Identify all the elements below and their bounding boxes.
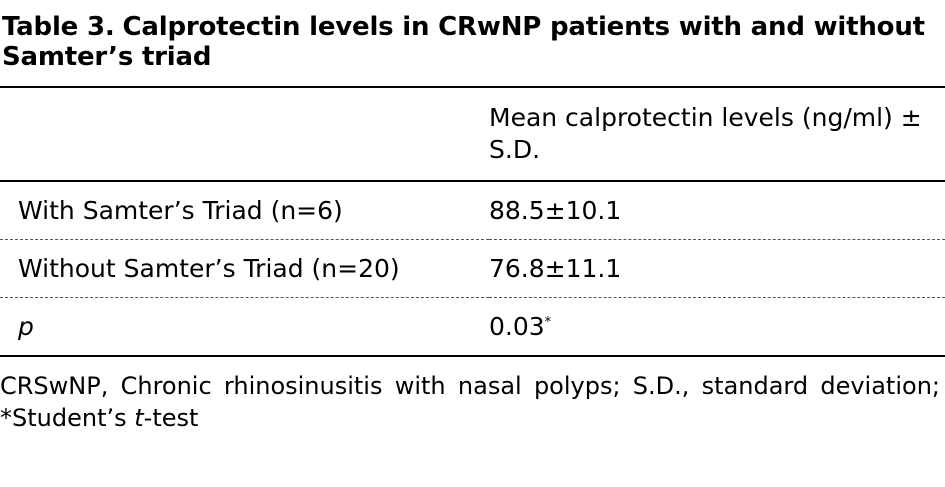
table-row: Without Samter’s Triad (n=20) 76.8±11.1 bbox=[0, 240, 945, 298]
row-label-p: p bbox=[18, 311, 34, 341]
row-value: 0.03* bbox=[489, 298, 945, 357]
significance-mark: * bbox=[544, 314, 552, 330]
header-mean-calprotectin: Mean calprotectin levels (ng/ml) ± S.D. bbox=[489, 103, 922, 164]
table-number: Table 3. bbox=[2, 12, 115, 42]
footnote-italic-t: t bbox=[134, 404, 144, 432]
data-table: Mean calprotectin levels (ng/ml) ± S.D. … bbox=[0, 86, 945, 357]
table-row: p 0.03* bbox=[0, 298, 945, 357]
table-row: With Samter’s Triad (n=6) 88.5±10.1 bbox=[0, 181, 945, 240]
table-footnote: CRSwNP, Chronic rhinosinusitis with nasa… bbox=[0, 370, 940, 434]
header-empty-cell bbox=[0, 87, 489, 181]
table-header-row: Mean calprotectin levels (ng/ml) ± S.D. bbox=[0, 87, 945, 181]
table-title: Calprotectin levels in CRwNP patients wi… bbox=[2, 12, 925, 72]
footnote-text-end: -test bbox=[143, 404, 199, 432]
row-value-text: 0.03 bbox=[489, 311, 545, 341]
row-value: 76.8±11.1 bbox=[489, 240, 945, 298]
table-caption: Table 3.Calprotectin levels in CRwNP pat… bbox=[2, 12, 942, 72]
row-value: 88.5±10.1 bbox=[489, 181, 945, 240]
row-value-text: 88.5±10.1 bbox=[489, 195, 622, 225]
row-label: Without Samter’s Triad (n=20) bbox=[18, 253, 400, 283]
data-table-container: Mean calprotectin levels (ng/ml) ± S.D. … bbox=[0, 86, 945, 357]
footnote-text: CRSwNP, Chronic rhinosinusitis with nasa… bbox=[0, 372, 940, 432]
row-label: With Samter’s Triad (n=6) bbox=[18, 195, 343, 225]
row-value-text: 76.8±11.1 bbox=[489, 253, 622, 283]
